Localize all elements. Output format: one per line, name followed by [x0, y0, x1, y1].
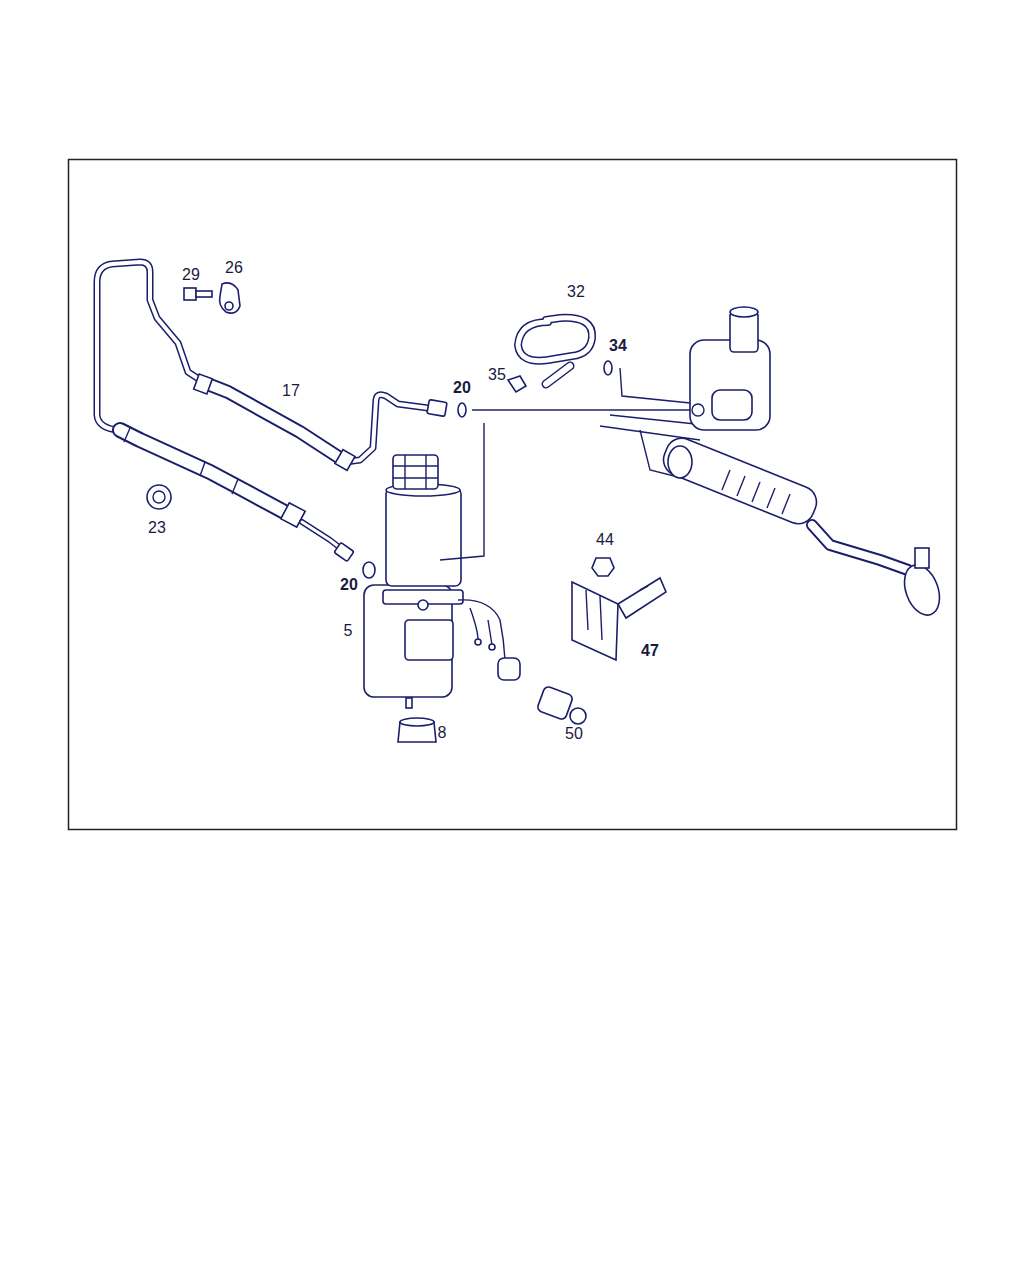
connector	[498, 658, 520, 680]
hose	[518, 318, 592, 361]
frame	[69, 160, 957, 830]
pipe-line	[440, 423, 484, 560]
hose	[205, 383, 343, 460]
shaft-top	[730, 307, 758, 317]
valve-port	[712, 390, 752, 420]
port-hole	[692, 404, 704, 416]
reservoir-cap	[393, 455, 438, 489]
relay-bracket	[572, 582, 618, 660]
callout-number: 44	[596, 532, 614, 548]
grommet-hole	[153, 491, 165, 503]
cap-facets	[393, 455, 438, 489]
hose-band	[124, 428, 238, 494]
pipe-nut	[427, 400, 447, 417]
o-ring	[363, 562, 375, 578]
pump-motor	[405, 620, 453, 660]
o-ring	[458, 403, 466, 417]
pump-stud	[406, 698, 412, 708]
bolt-shank	[196, 291, 212, 297]
reservoir	[386, 488, 461, 586]
bellows	[722, 470, 790, 514]
hose-end	[546, 366, 570, 384]
tie-rod	[812, 525, 908, 570]
valve-body	[690, 340, 770, 430]
clamp-screw	[418, 600, 428, 610]
pipe	[97, 262, 205, 430]
callout-number: 35	[488, 367, 506, 383]
leader-line	[620, 368, 700, 404]
callout-number: 20	[453, 380, 471, 396]
wire	[458, 600, 505, 660]
callout-number: 5	[344, 623, 353, 639]
callout-number: 32	[567, 284, 585, 300]
clip-hole	[225, 302, 233, 310]
pipe-nut	[334, 542, 354, 561]
pipe	[97, 262, 205, 430]
callout-number: 23	[148, 520, 166, 536]
o-ring	[604, 361, 612, 375]
tie-rod	[812, 525, 908, 570]
callout-number: 20	[340, 577, 358, 593]
ball-joint	[898, 560, 946, 620]
callout-number: 34	[609, 338, 627, 354]
rubber-mount-top	[400, 718, 434, 726]
hose-end	[546, 366, 570, 384]
rack-housing	[659, 433, 822, 528]
hose	[120, 430, 290, 515]
bracket-tab	[618, 578, 666, 618]
callout-number: 8	[438, 725, 447, 741]
ball-stud	[915, 548, 929, 568]
callout-number: 47	[641, 643, 659, 659]
callout-number: 26	[225, 260, 243, 276]
hose-fitting	[194, 374, 213, 394]
callout-number: 17	[282, 383, 300, 399]
input-shaft	[730, 312, 758, 352]
wire-eye	[489, 644, 495, 650]
callout-number: 29	[182, 267, 200, 283]
pipe	[345, 395, 428, 462]
nut	[592, 558, 614, 576]
clip	[220, 283, 240, 313]
pipe	[345, 395, 428, 462]
leader-line	[472, 409, 694, 410]
bracket-detail	[586, 586, 648, 640]
bolt-head	[184, 288, 196, 300]
hose-fitting	[335, 450, 355, 471]
plug-socket	[570, 708, 586, 724]
hose	[518, 318, 592, 361]
rack-end	[668, 446, 692, 478]
plug	[536, 686, 573, 721]
hose	[120, 430, 290, 515]
hose	[205, 383, 343, 460]
hose-clip	[508, 376, 526, 392]
grommet	[147, 485, 171, 509]
callout-number: 50	[565, 726, 583, 742]
wire-eye	[475, 639, 481, 645]
